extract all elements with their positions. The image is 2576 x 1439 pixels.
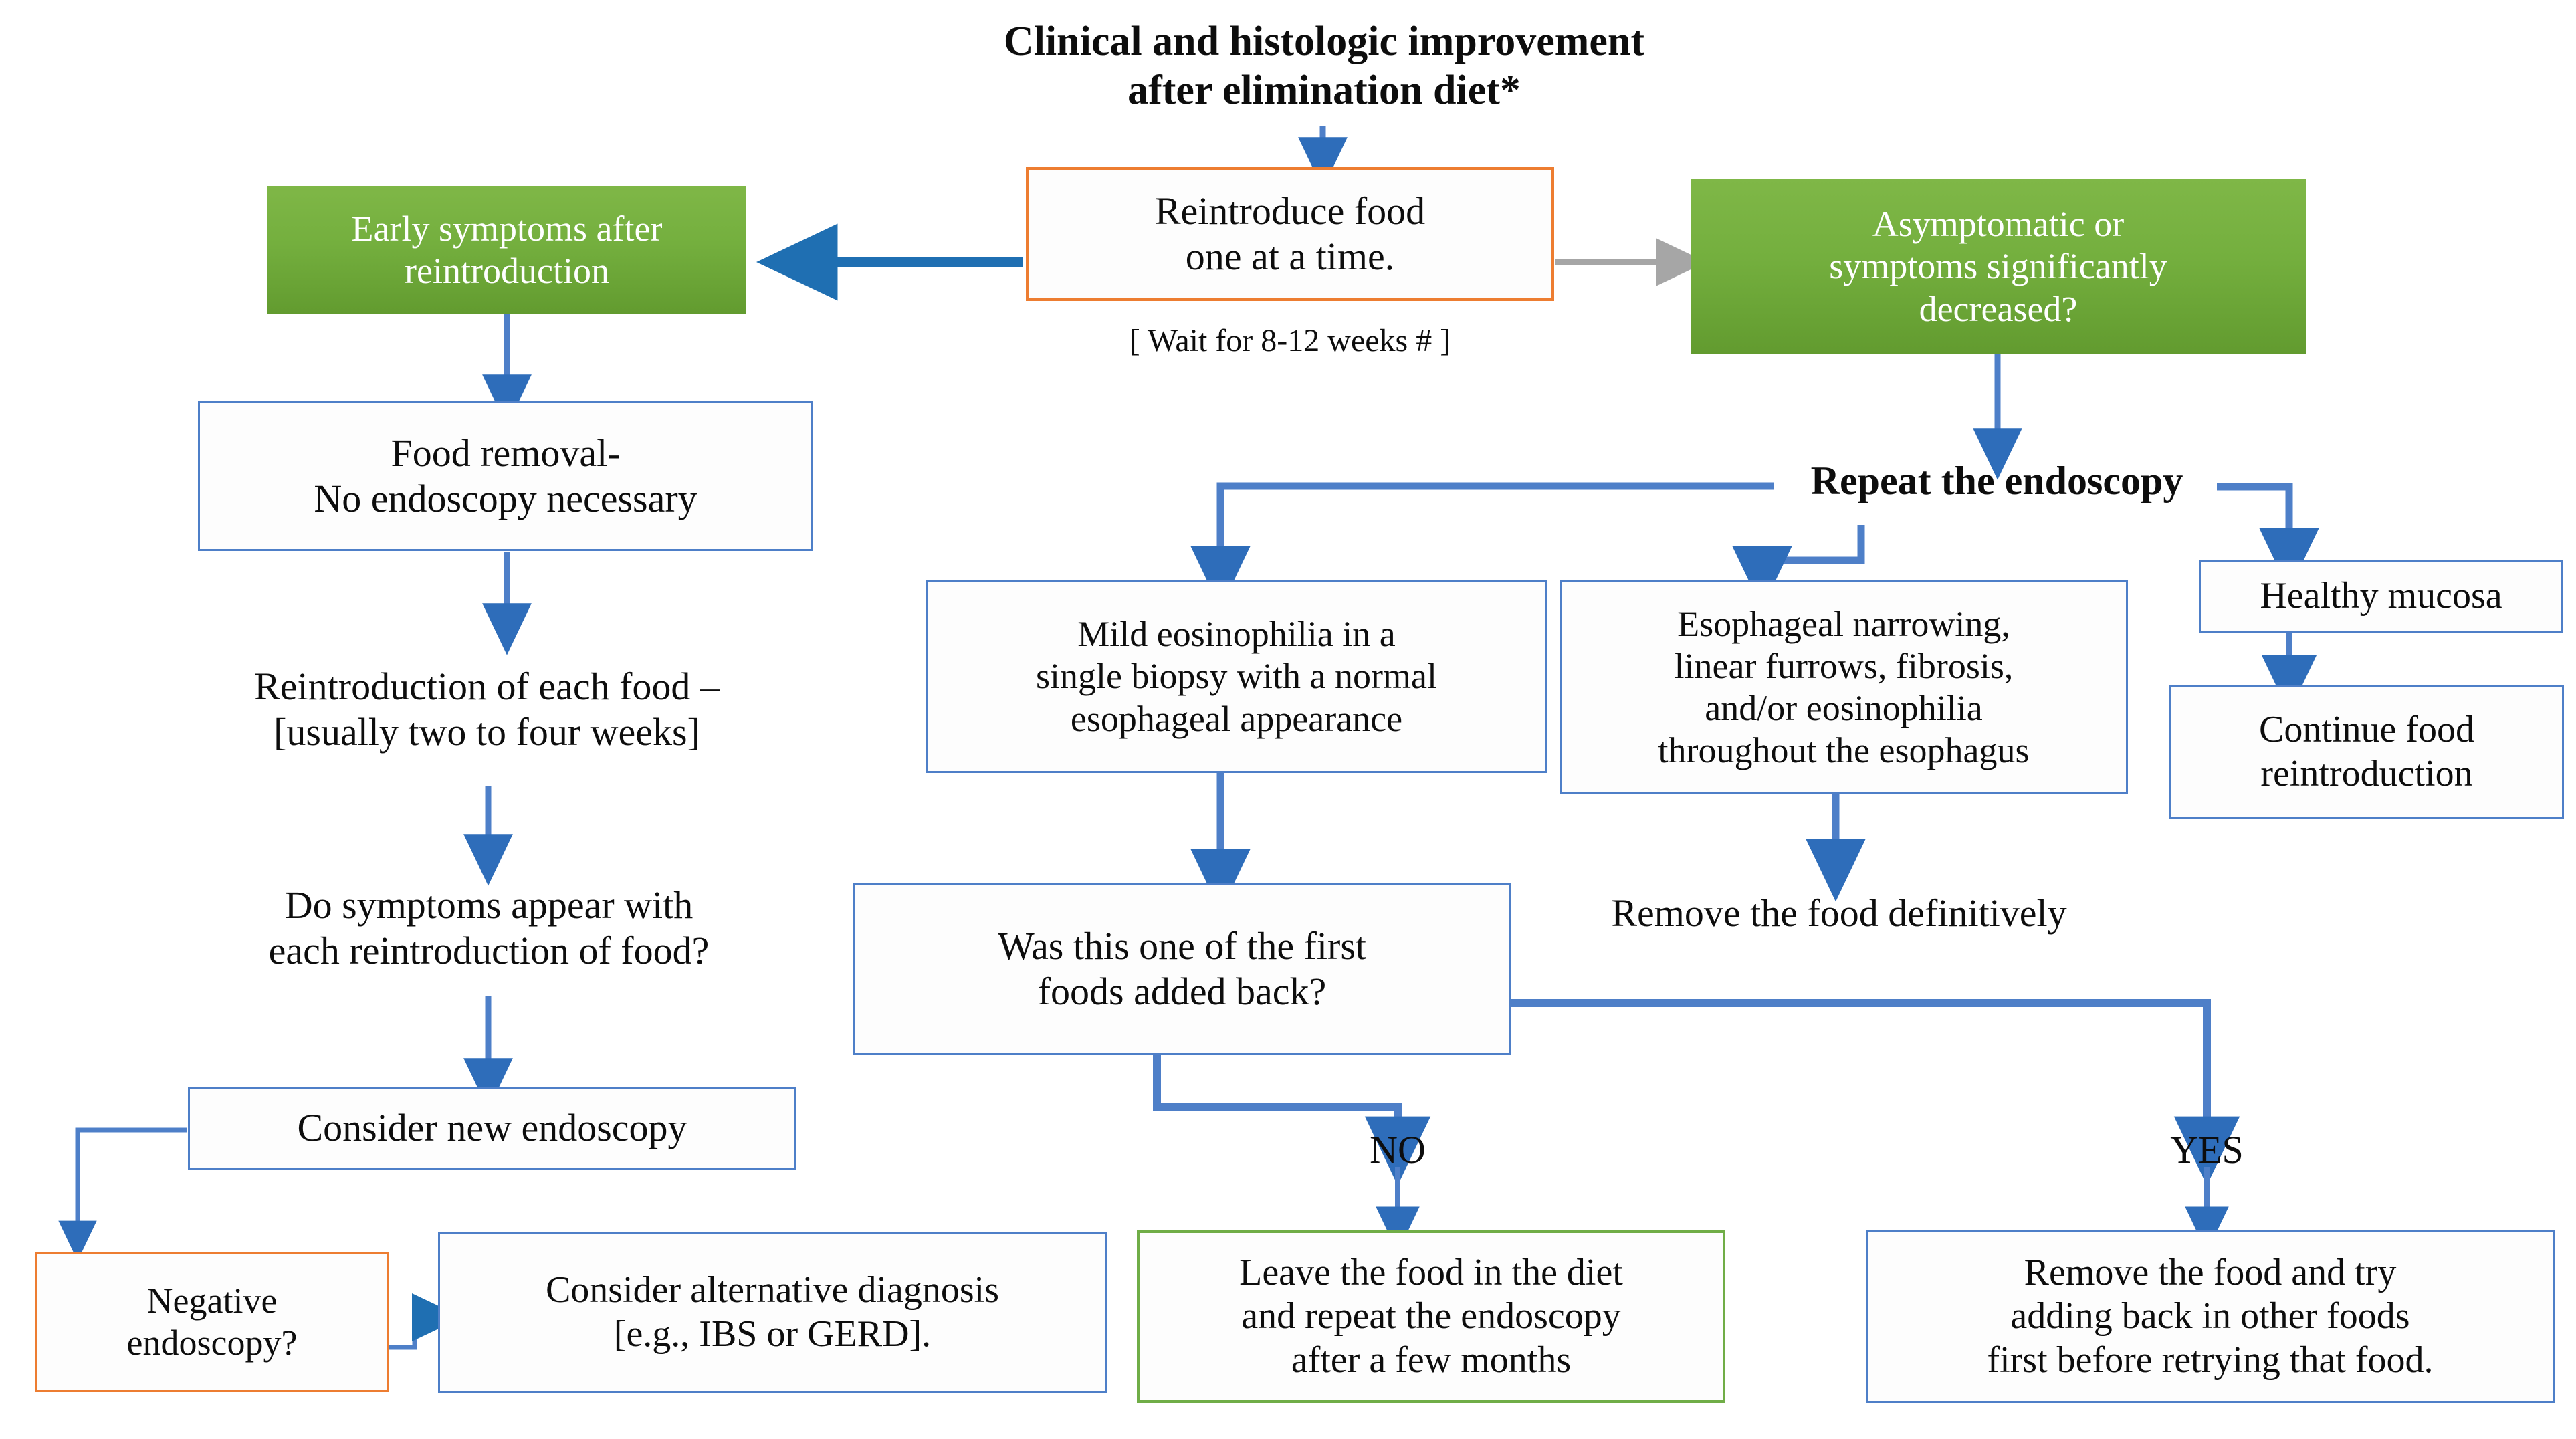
node-was-this-first-food[interactable]: Was this one of the first foods added ba… [853,883,1511,1055]
connector-repeat-to-narrowing [1731,525,1865,609]
node-do-symptoms-appear: Do symptoms appear with each reintroduct… [268,883,710,972]
label-yes: YES [2170,1128,2244,1172]
node-food-removal[interactable]: Food removal- No endoscopy necessary [198,401,813,551]
node-reintroduce-food[interactable]: Reintroduce food one at a time. [1026,167,1554,301]
node-consider-new-endoscopy[interactable]: Consider new endoscopy [188,1087,796,1170]
node-esophageal-narrowing[interactable]: Esophageal narrowing, linear furrows, fi… [1560,580,2128,794]
node-negative-endoscopy[interactable]: Negative endoscopy? [35,1252,389,1392]
arrow-negative-to-alternative [388,1316,417,1350]
node-consider-alternative-diagnosis[interactable]: Consider alternative diagnosis [e.g., IB… [438,1232,1107,1393]
node-repeat-endoscopy: Repeat the endoscopy [1810,458,2183,503]
node-asymptomatic[interactable]: Asymptomatic or symptoms significantly d… [1691,179,2306,354]
node-remove-and-retry[interactable]: Remove the food and try adding back in o… [1866,1230,2555,1403]
label-no: NO [1370,1128,1426,1172]
node-reintroduction-each-food: Reintroduction of each food – [usually t… [254,665,720,754]
node-remove-food-definitively: Remove the food definitively [1611,891,2067,935]
connector-repeat-to-mild [1190,482,1774,609]
connector-wasthis-to-yes [1509,999,2240,1186]
node-early-symptoms[interactable]: Early symptoms after reintroduction [267,186,746,314]
node-leave-food-in-diet[interactable]: Leave the food in the diet and repeat th… [1137,1230,1725,1403]
wait-note: [ Wait for 8-12 weeks # ] [1129,322,1451,358]
node-continue-food-reintroduction[interactable]: Continue food reintroduction [2169,685,2564,819]
node-healthy-mucosa[interactable]: Healthy mucosa [2199,560,2563,633]
arrow-consider-to-negative [58,1127,187,1261]
page-title: Clinical and histologic improvement afte… [1003,19,1645,113]
node-mild-eosinophilia[interactable]: Mild eosinophilia in a single biopsy wit… [926,580,1547,773]
connector-repeat-to-healthy [2217,483,2320,591]
